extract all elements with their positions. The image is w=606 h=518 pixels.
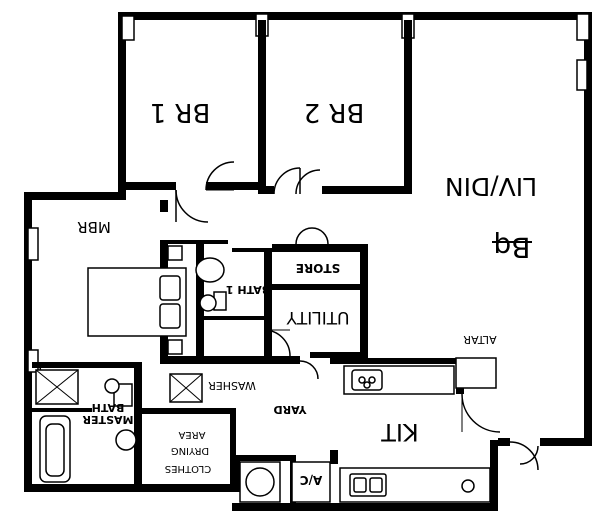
br1-label: BR 1 (150, 97, 211, 127)
utility-label: UTILITY (286, 307, 350, 327)
clothes-label-line3: AREA (178, 429, 205, 440)
yard-label: YARD (273, 403, 307, 416)
master-bath-toilet (104, 378, 120, 394)
bath1-label: BATH 1 (226, 283, 270, 296)
room-labels: BR 1 BR 2 LIV/DIN Bq MBR STORE BATH 1 UT… (77, 97, 537, 487)
bath1-basin (195, 257, 225, 283)
master-bath-label-line2: BATH (92, 401, 125, 414)
br2-label: BR 2 (304, 97, 365, 127)
store-label: STORE (296, 261, 340, 275)
altar-cabinet (455, 357, 497, 389)
washer-label: WASHER (208, 379, 256, 392)
kit-label: KIT (381, 418, 419, 446)
clothes-label-line1: CLOTHES (165, 463, 211, 474)
fixtures (35, 245, 497, 503)
bath1-toilet (199, 294, 217, 312)
clothes-label-line2: DRYING (171, 445, 209, 456)
interior-walls (32, 20, 496, 511)
bq-label: Bq (494, 231, 531, 264)
mbr-label: MBR (77, 218, 111, 236)
master-bath-label-line1: MASTER (82, 413, 133, 426)
altar-label: ALTAR (463, 333, 497, 346)
livdin-label: LIV/DIN (445, 172, 537, 201)
master-bath-basin (115, 429, 137, 451)
ac-unit (291, 461, 331, 503)
ac-label: A/C (300, 473, 323, 487)
